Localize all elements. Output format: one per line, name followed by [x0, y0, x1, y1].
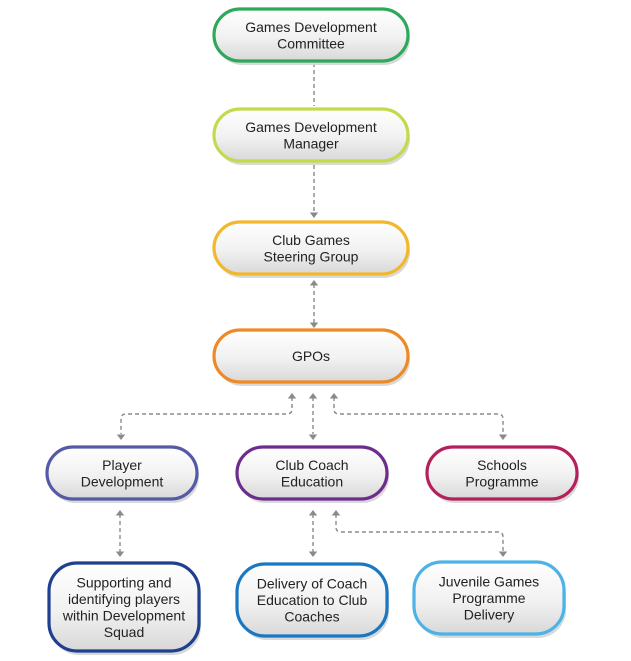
- node-label-line: Schools: [477, 457, 527, 473]
- connector-gpos-player: [120, 397, 293, 434]
- node-label-line: Club Coach: [275, 457, 348, 473]
- arrowhead-down: [498, 551, 508, 557]
- node-label-line: Games Development: [245, 19, 377, 35]
- arrowhead-up: [309, 280, 319, 286]
- node-label-line: Education: [281, 473, 343, 489]
- node-label-line: Supporting and: [77, 574, 172, 590]
- node-label-line: Committee: [277, 35, 345, 51]
- node-label-line: Education to Club: [257, 592, 368, 608]
- arrowhead-up: [308, 510, 318, 516]
- arrowhead-down: [116, 434, 126, 440]
- node-box: [212, 328, 410, 384]
- arrowhead-up: [287, 393, 297, 399]
- arrowhead-down: [308, 551, 318, 557]
- arrowhead-down: [309, 212, 319, 218]
- arrowhead-up: [115, 510, 125, 516]
- node-label-line: Development: [81, 473, 164, 489]
- node-label-line: Delivery of Coach: [257, 576, 368, 592]
- node-label-line: Delivery: [464, 607, 515, 623]
- node-label-line: identifying players: [68, 591, 180, 607]
- node-box: [212, 107, 410, 163]
- node-label-line: Manager: [283, 135, 339, 151]
- connector-coach-juvenile: [335, 514, 504, 552]
- node-label-line: Coaches: [284, 609, 339, 625]
- node-box: [47, 561, 201, 653]
- node-label-line: Juvenile Games: [439, 574, 539, 590]
- node-label-line: Player: [102, 457, 142, 473]
- arrowhead-down: [115, 551, 125, 557]
- arrowhead-up: [331, 510, 341, 516]
- node-label-line: within Development: [62, 607, 185, 623]
- node-label-line: Club Games: [272, 232, 350, 248]
- node-label-line: Squad: [104, 624, 144, 640]
- node-box: [425, 445, 579, 501]
- node-box: [212, 220, 410, 276]
- node-label-line: Programme: [452, 590, 525, 606]
- node-label-line: Games Development: [245, 119, 377, 135]
- node-label-line: GPOs: [292, 348, 330, 364]
- arrowhead-up: [308, 393, 318, 399]
- connectors: [115, 63, 508, 557]
- node-label-line: Programme: [465, 473, 538, 489]
- node-box: [235, 562, 389, 638]
- node-box: [212, 7, 410, 63]
- node-box: [412, 560, 566, 636]
- node-box: [45, 445, 199, 501]
- node-gpos: GPOs: [212, 328, 410, 386]
- node-box: [235, 445, 389, 501]
- arrowhead-down: [309, 322, 319, 328]
- arrowhead-up: [329, 393, 339, 399]
- arrowhead-down: [498, 434, 508, 440]
- node-label-line: Steering Group: [264, 248, 359, 264]
- connector-gpos-schools: [333, 397, 504, 434]
- arrowhead-down: [308, 434, 318, 440]
